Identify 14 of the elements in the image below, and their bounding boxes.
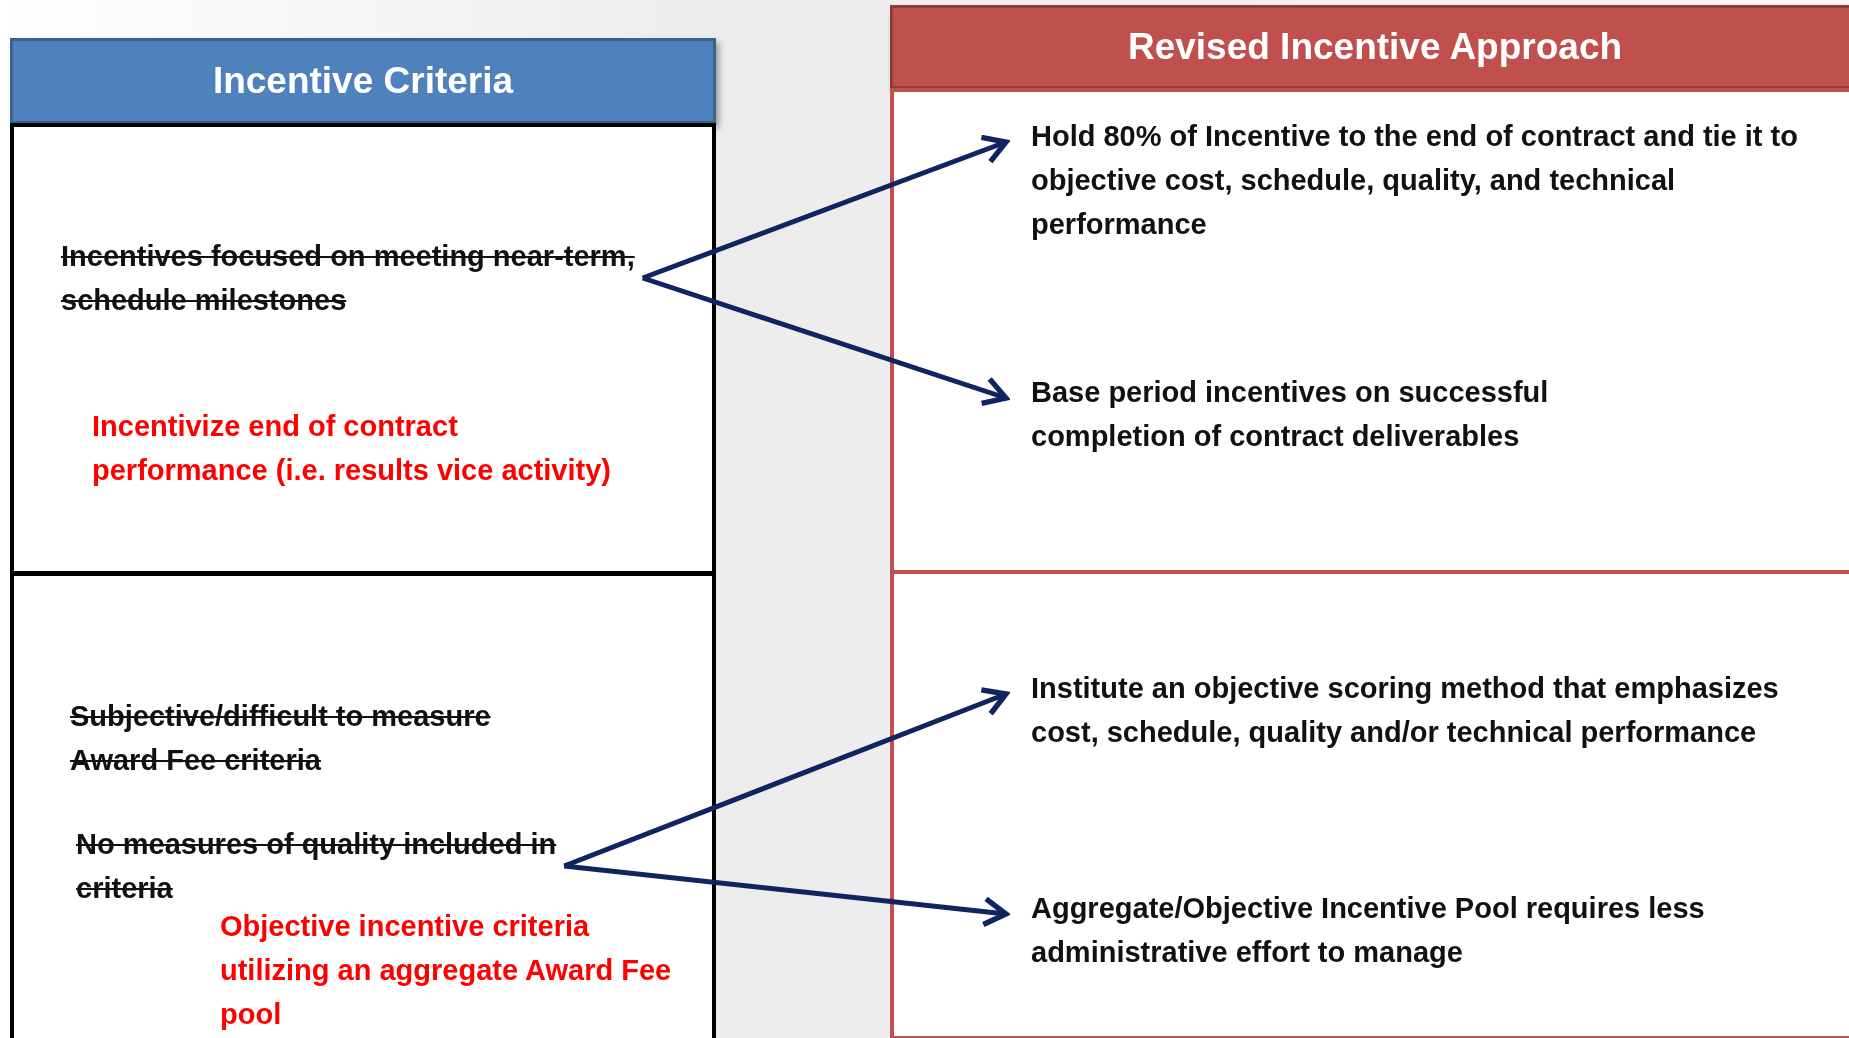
approach-text: Base period incentives on successful completion of contract deliverables: [1031, 370, 1641, 458]
panel-box: [10, 123, 716, 575]
struck-text: Subjective/difficult to measure Award Fee criteria: [70, 694, 565, 782]
approach-text: Hold 80% of Incentive to the end of contract and tie it to objective cost, schedule, quality, and technical performance: [1031, 114, 1806, 246]
arrow: [641, 275, 1009, 407]
panel-header: Incentive Criteria: [10, 38, 716, 124]
struck-text: Incentives focused on meeting near-term, schedule milestones: [61, 234, 651, 322]
revised-text: Incentivize end of contract performance (i.e. results vice activity): [92, 404, 612, 492]
approach-text: Aggregate/Objective Incentive Pool requires less administrative effort to manage: [1031, 886, 1821, 974]
approach-text: Institute an objective scoring method that emphasizes cost, schedule, quality and/or technical performance: [1031, 666, 1839, 754]
arrow: [641, 134, 1009, 281]
panel-header: Revised Incentive Approach: [890, 5, 1849, 89]
arrow: [563, 863, 1009, 928]
panel-box: [10, 572, 716, 1038]
